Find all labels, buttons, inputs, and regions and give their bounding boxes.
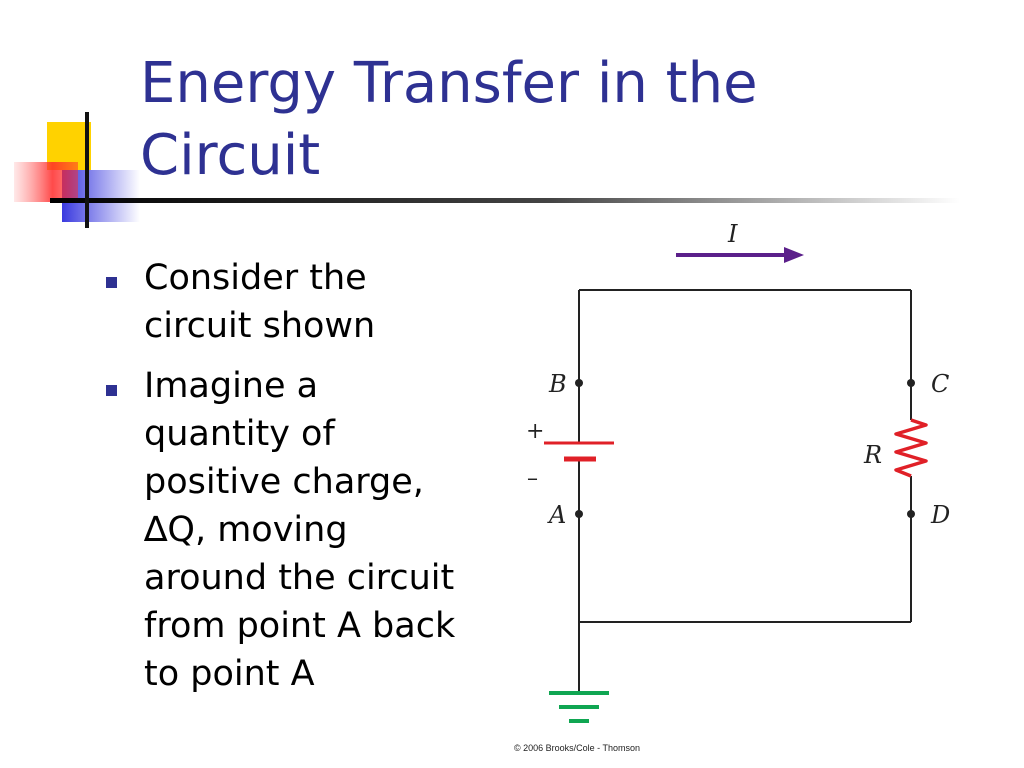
title-line-2: Circuit — [140, 123, 321, 188]
bullet-square-icon — [106, 385, 117, 396]
point-c-label: C — [931, 370, 949, 398]
bullet-line: Imagine a — [144, 366, 319, 406]
bullet-item: Imagine a quantity of positive charge, ∆… — [104, 362, 524, 698]
ground-icon — [549, 691, 609, 723]
bullet-line: around the circuit — [144, 558, 455, 598]
bullet-text: Consider the circuit shown — [144, 254, 524, 350]
resistor-label: R — [863, 441, 882, 469]
battery-minus-sign: – — [527, 466, 538, 491]
vertical-line — [85, 112, 89, 228]
bullet-line: ∆Q, moving — [144, 510, 348, 550]
battery-plus-sign: + — [526, 419, 544, 444]
bullet-square-icon — [106, 277, 117, 288]
resistor-zigzag — [894, 418, 928, 478]
title-line-1: Energy Transfer in the — [140, 51, 758, 116]
point-a-label: A — [547, 501, 566, 529]
current-label: I — [727, 220, 738, 248]
point-d-dot — [907, 510, 915, 518]
point-c-dot — [907, 379, 915, 387]
bullet-line: Consider the — [144, 258, 367, 298]
bullet-item: Consider the circuit shown — [104, 254, 524, 350]
bullet-line: from point A back — [144, 606, 456, 646]
bullet-line: to point A — [144, 654, 315, 694]
bullet-line: quantity of — [144, 414, 335, 454]
red-square — [14, 162, 78, 202]
title-underline — [50, 198, 960, 203]
circuit-diagram: I + – R B A C D — [526, 220, 950, 723]
bullet-line: positive charge, — [144, 462, 424, 502]
circuit-wires — [578, 289, 912, 692]
bullet-text: Imagine a quantity of positive charge, ∆… — [144, 362, 524, 698]
copyright-notice: © 2006 Brooks/Cole - Thomson — [514, 743, 641, 753]
bullet-list: Consider the circuit shown Imagine a qua… — [104, 254, 524, 710]
corner-decoration — [14, 112, 960, 228]
point-a-dot — [575, 510, 583, 518]
slide-title: Energy Transfer in the Circuit — [140, 48, 1000, 192]
current-arrow-head — [784, 247, 804, 263]
point-d-label: D — [930, 501, 950, 529]
point-b-dot — [575, 379, 583, 387]
bullet-line: circuit shown — [144, 306, 376, 346]
point-b-label: B — [548, 370, 567, 398]
